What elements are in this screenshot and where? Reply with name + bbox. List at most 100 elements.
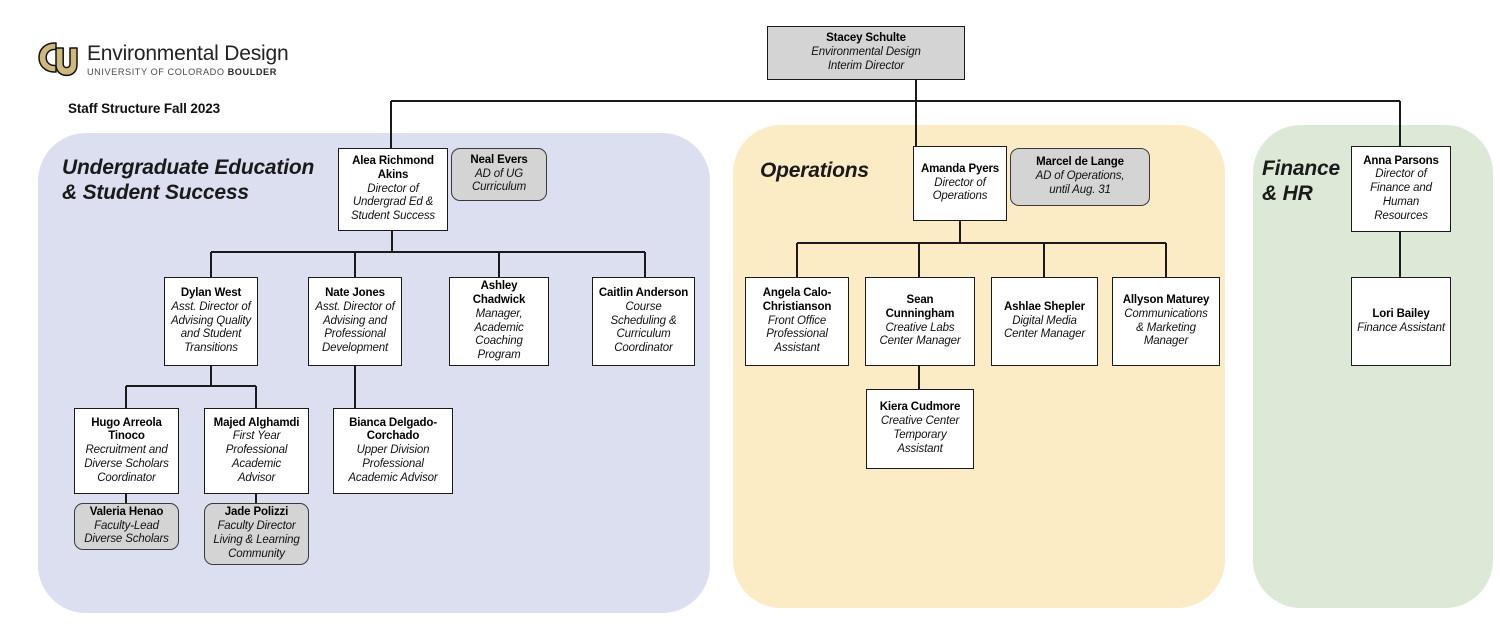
- node-title-line: Community: [228, 547, 285, 560]
- node-name-line: Corchado: [366, 430, 420, 443]
- node-title-line: Professional: [324, 328, 386, 341]
- node-majed-alghamdi[interactable]: Majed Alghamdi First Year Professional A…: [204, 408, 309, 494]
- node-marcel-de-lange[interactable]: Marcel de Lange AD of Operations, until …: [1010, 148, 1150, 206]
- node-title-line: Creative Center: [880, 415, 960, 428]
- node-title-line: First Year: [232, 430, 281, 443]
- node-jade-polizzi[interactable]: Jade Polizzi Faculty Director Living & L…: [204, 503, 309, 565]
- cu-buffalo-monogram-icon: [38, 42, 78, 77]
- node-name-line: Akins: [377, 168, 409, 181]
- brand-university-name: UNIVERSITY OF COLORADO BOULDER: [87, 67, 277, 78]
- node-ashlae-shepler[interactable]: Ashlae Shepler Digital Media Center Mana…: [991, 277, 1098, 366]
- node-title-line: Creative Labs: [885, 321, 955, 334]
- node-title-line: Finance Assistant: [1357, 321, 1445, 334]
- node-title-line: Assistant: [774, 342, 820, 355]
- node-name-line: Jade Polizzi: [224, 506, 289, 519]
- node-title-line: Center Manager: [1004, 328, 1085, 341]
- node-caitlin-anderson[interactable]: Caitlin Anderson Course Scheduling & Cur…: [592, 277, 695, 366]
- node-neal-evers[interactable]: Neal Evers AD of UG Curriculum: [451, 148, 547, 201]
- node-title-line: Asst. Director of: [315, 300, 395, 313]
- node-amanda-pyers[interactable]: Amanda Pyers Director of Operations: [913, 146, 1007, 221]
- node-name-line: Valeria Henao: [89, 505, 164, 518]
- node-title-line: Digital Media: [1012, 314, 1077, 327]
- node-title-line: Curriculum: [616, 328, 671, 341]
- node-title-line: Director of: [934, 176, 986, 189]
- node-title-line: Operations: [932, 190, 988, 203]
- node-name-line: Sean Cunningham: [885, 293, 955, 320]
- node-title-line: Center Manager: [879, 335, 961, 348]
- node-title-line: Diverse Scholars: [84, 457, 169, 470]
- node-name-line: Alea Richmond: [352, 155, 434, 167]
- node-bianca-delgado-corchado[interactable]: Bianca Delgado- Corchado Upper Division …: [333, 408, 453, 494]
- node-title-line: Professional: [766, 328, 828, 341]
- node-title-line: Academic: [474, 321, 524, 334]
- node-allyson-maturey[interactable]: Allyson Maturey Communications & Marketi…: [1112, 277, 1220, 366]
- panel-label-undergraduate: Undergraduate Education & Student Succes…: [62, 156, 362, 206]
- node-title-line: Upper Division: [356, 444, 430, 457]
- node-title-line: Recruitment and: [85, 444, 168, 457]
- node-alea-richmond-akins[interactable]: Alea Richmond Akins Director of Undergra…: [338, 148, 448, 231]
- node-name-line: Angela Calo-: [762, 287, 832, 299]
- node-title-line: Advisor: [237, 471, 276, 484]
- panel-label-undergraduate-line1: Undergraduate Education: [62, 156, 315, 179]
- node-title-line: Development: [321, 342, 389, 355]
- node-title-line: Coordinator: [614, 342, 673, 355]
- node-dylan-west[interactable]: Dylan West Asst. Director of Advising Qu…: [164, 277, 258, 366]
- node-lori-bailey[interactable]: Lori Bailey Finance Assistant: [1351, 277, 1451, 366]
- node-name-line: Caitlin Anderson: [598, 287, 689, 299]
- node-title-line: Professional: [362, 457, 424, 470]
- node-title-line: Curriculum: [471, 181, 527, 194]
- node-name-line: Lori Bailey: [1372, 307, 1430, 320]
- panel-label-operations-line1: Operations: [760, 159, 869, 182]
- node-title-line: Assistant: [897, 442, 943, 455]
- brand-logo-block: Environmental Design UNIVERSITY OF COLOR…: [36, 40, 289, 80]
- node-title-line: Director of: [1375, 168, 1427, 181]
- node-stacey-schulte[interactable]: Stacey Schulte Environmental Design Inte…: [767, 26, 965, 80]
- node-title-line: Temporary: [893, 429, 947, 441]
- node-anna-parsons[interactable]: Anna Parsons Director of Finance and Hum…: [1351, 146, 1451, 232]
- node-title-line: Undergrad Ed &: [352, 196, 434, 209]
- node-name-line: Ashley Chadwick: [472, 280, 526, 306]
- node-title-line: & Marketing: [1136, 321, 1196, 334]
- node-title-line: Asst. Director of: [171, 300, 251, 313]
- node-name-line: Allyson Maturey: [1122, 293, 1210, 306]
- node-name-line: Nate Jones: [325, 287, 385, 299]
- node-name-line: Dylan West: [180, 287, 242, 299]
- node-name: Stacey Schulte: [826, 32, 906, 45]
- node-name-line: Majed Alghamdi: [213, 416, 300, 429]
- node-name-line: Bianca Delgado-: [349, 416, 437, 429]
- node-title-line: Advising and: [322, 314, 388, 327]
- node-angela-calo-christianson[interactable]: Angela Calo- Christianson Front Office P…: [745, 277, 849, 366]
- node-title-line: Finance and: [1370, 182, 1432, 195]
- node-title-line: Course: [625, 300, 662, 313]
- node-name-line: Tinoco: [108, 430, 145, 443]
- node-title-line: Faculty-Lead: [94, 519, 159, 532]
- node-name-line: Neal Evers: [470, 153, 528, 166]
- node-title-line: Front Office: [767, 314, 827, 327]
- node-title-line: Academic: [231, 457, 282, 470]
- node-kiera-cudmore[interactable]: Kiera Cudmore Creative Center Temporary …: [866, 389, 974, 469]
- node-hugo-arreola-tinoco[interactable]: Hugo Arreola Tinoco Recruitment and Dive…: [74, 408, 179, 494]
- node-title-line: Manager: [1143, 335, 1189, 348]
- node-name-line: Anna Parsons: [1363, 154, 1439, 167]
- node-title-line: Academic Advisor: [348, 471, 438, 484]
- node-name-line: Amanda Pyers: [920, 162, 1000, 175]
- node-title-line: Director of: [367, 182, 419, 195]
- panel-label-operations: Operations: [760, 159, 960, 184]
- node-title-line: Resources: [1374, 209, 1428, 222]
- chart-subtitle: Staff Structure Fall 2023: [68, 101, 221, 116]
- node-ashley-chadwick[interactable]: Ashley Chadwick Manager, Academic Coachi…: [449, 277, 549, 366]
- node-name-line: Christianson: [762, 300, 832, 313]
- node-valeria-henao[interactable]: Valeria Henao Faculty-Lead Diverse Schol…: [74, 503, 179, 550]
- node-title-line: Program: [477, 349, 521, 362]
- node-title-line: Advising Quality: [170, 314, 252, 327]
- panel-label-finance-line1: Finance: [1262, 157, 1340, 180]
- node-title-line: Student Success: [350, 210, 436, 223]
- node-nate-jones[interactable]: Nate Jones Asst. Director of Advising an…: [308, 277, 402, 366]
- panel-label-finance: Finance & HR: [1262, 157, 1392, 207]
- panel-label-finance-line2: & HR: [1262, 181, 1313, 205]
- node-title-line: Human: [1382, 195, 1420, 208]
- panel-label-undergraduate-line2: & Student Success: [62, 180, 249, 204]
- node-sean-cunningham[interactable]: Sean Cunningham Creative Labs Center Man…: [865, 277, 975, 366]
- node-title-line: Transitions: [184, 342, 238, 355]
